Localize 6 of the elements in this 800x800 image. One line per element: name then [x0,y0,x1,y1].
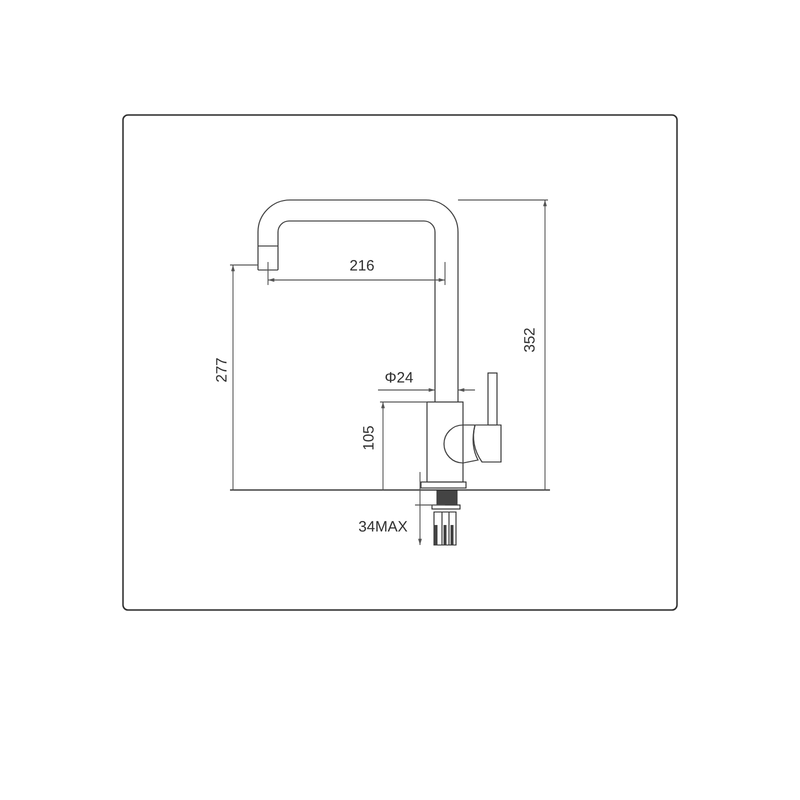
dimension-label: 105 [362,425,376,451]
dimension-label: 352 [522,327,538,353]
dimension-label: Φ24 [384,370,414,386]
dimension-label: 216 [349,258,375,274]
dimension-label: 34MAX [358,520,408,534]
dimension-label: 277 [214,357,230,383]
